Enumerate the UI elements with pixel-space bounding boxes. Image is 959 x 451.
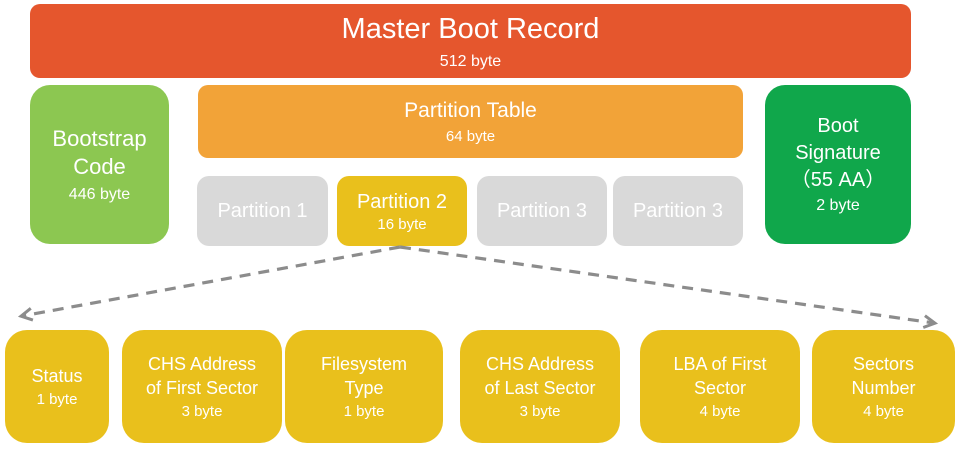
field-status-box: Status 1 byte bbox=[5, 330, 109, 443]
partition-table-size: 64 byte bbox=[445, 127, 496, 145]
field-lba-box: LBA of First Sector 4 byte bbox=[640, 330, 800, 443]
partition-2-label: Partition 2 bbox=[356, 190, 448, 213]
field-chs-last-box: CHS Address of Last Sector 3 byte bbox=[460, 330, 620, 443]
field-lba-size: 4 byte bbox=[699, 403, 741, 421]
boot-signature-label: Boot Signature bbox=[795, 115, 881, 165]
field-chs-last-label: CHS Address of Last Sector bbox=[484, 353, 596, 398]
partition-table-box: Partition Table 64 byte bbox=[198, 85, 743, 158]
field-status-size: 1 byte bbox=[36, 391, 78, 409]
field-sectors-number-size: 4 byte bbox=[863, 403, 904, 421]
field-chs-first-size: 3 byte bbox=[181, 403, 223, 421]
boot-signature-box: Boot Signature （55 AA） 2 byte bbox=[765, 85, 911, 244]
bootstrap-code-size: 446 byte bbox=[68, 186, 131, 203]
boot-signature-size: 2 byte bbox=[816, 197, 860, 215]
mbr-title: Master Boot Record bbox=[341, 12, 600, 45]
field-sectors-number-box: Sectors Number 4 byte bbox=[812, 330, 955, 443]
partition-2-size: 16 byte bbox=[377, 215, 427, 233]
bootstrap-code-box: Bootstrap Code 446 byte bbox=[30, 85, 169, 244]
field-filesystem-type-size: 1 byte bbox=[343, 403, 385, 421]
expansion-arrow-left bbox=[17, 245, 401, 322]
field-lba-label: LBA of First Sector bbox=[673, 353, 767, 398]
field-chs-first-label: CHS Address of First Sector bbox=[145, 353, 259, 398]
mbr-size: 512 byte bbox=[439, 53, 502, 71]
partition-3-box: Partition 3 bbox=[477, 176, 607, 246]
field-filesystem-type-box: Filesystem Type 1 byte bbox=[285, 330, 443, 443]
field-filesystem-type-label: Filesystem Type bbox=[320, 353, 407, 398]
mbr-box: Master Boot Record 512 byte bbox=[30, 4, 911, 78]
expansion-arrow-right bbox=[399, 245, 939, 329]
partition-1-box: Partition 1 bbox=[197, 176, 328, 246]
field-chs-first-box: CHS Address of First Sector 3 byte bbox=[122, 330, 282, 443]
partition-table-label: Partition Table bbox=[404, 99, 537, 123]
partition-4-box: Partition 3 bbox=[613, 176, 743, 246]
partition-1-label: Partition 1 bbox=[217, 200, 308, 222]
field-chs-last-size: 3 byte bbox=[519, 403, 561, 421]
bootstrap-code-label: Bootstrap Code bbox=[52, 125, 147, 180]
field-status-label: Status bbox=[31, 365, 83, 386]
partition-4-label: Partition 3 bbox=[632, 200, 724, 222]
partition-2-box: Partition 2 16 byte bbox=[337, 176, 467, 246]
field-sectors-number-label: Sectors Number bbox=[851, 353, 916, 398]
boot-signature-value: （55 AA） bbox=[790, 169, 886, 192]
partition-3-label: Partition 3 bbox=[496, 200, 588, 222]
